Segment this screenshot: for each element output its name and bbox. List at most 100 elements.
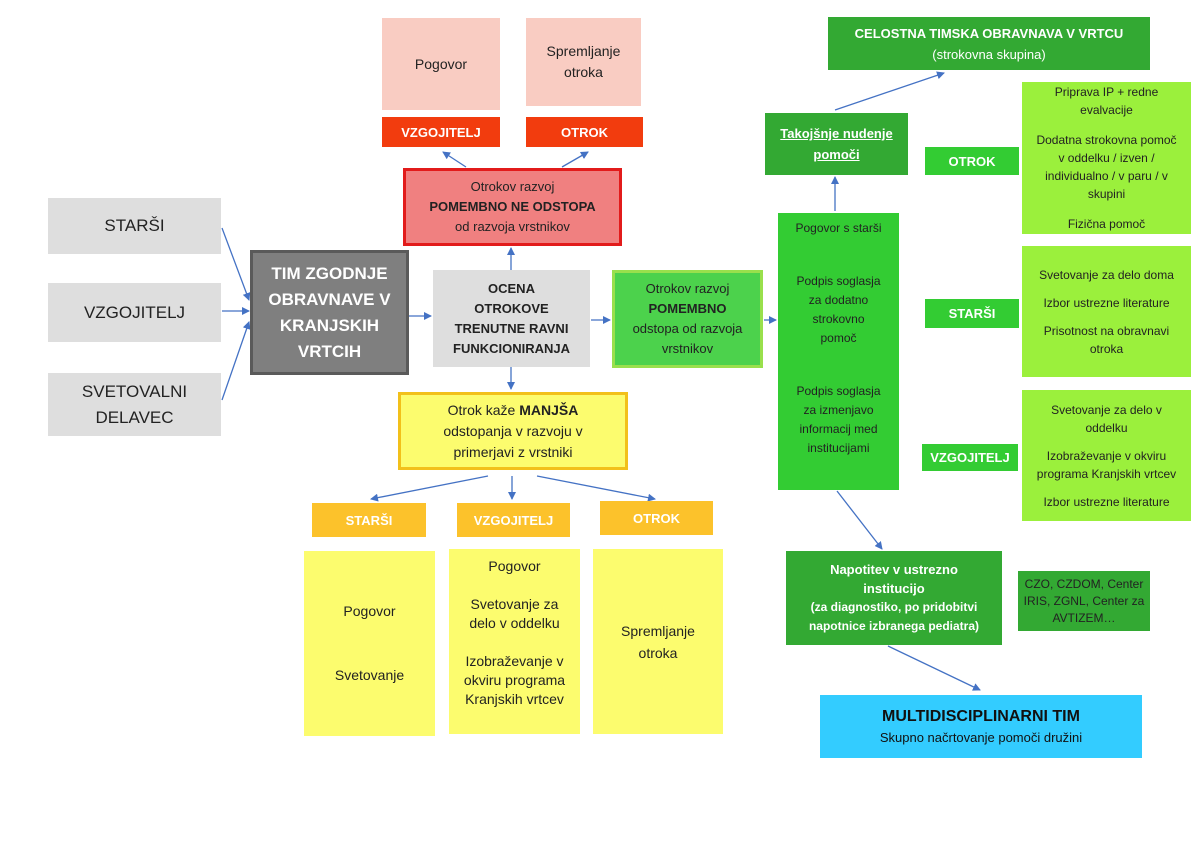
referral-detail-1: (za diagnostiko, po pridobitvi <box>810 600 978 614</box>
right-child-label: OTROK <box>925 147 1019 175</box>
teacher-item-1b: oddelku <box>1085 420 1128 435</box>
immediate-line1: Takojšnje nudenje <box>780 126 893 141</box>
teacher-item-1a: Svetovanje za delo v <box>1051 402 1162 417</box>
parents-item-2: Izbor ustrezne literature <box>1043 295 1170 310</box>
assessment-box: OCENA OTROKOVE TRENUTNE RAVNI FUNKCIONIR… <box>433 270 590 367</box>
not-differ-box: Otrokov razvoj POMEMBNO NE ODSTOPA od ra… <box>403 168 622 246</box>
teacher-item-2b: programa Kranjskih vrtcev <box>1036 466 1177 481</box>
arrow-minor-to-parents <box>370 475 489 502</box>
assessment-line2: OTROKOVE <box>474 300 549 316</box>
right-child-label-text: OTROK <box>948 153 996 169</box>
minor-child-label: OTROK <box>600 501 713 535</box>
child-item-2b: v oddelku / izven / <box>1058 151 1155 165</box>
parents-label-text: STARŠI <box>345 512 393 528</box>
teacher-label-text: VZGOJITELJ <box>473 512 554 528</box>
teacher-action-4: Izobraževanje v <box>465 653 564 669</box>
minor-parents-actions: Pogovor Svetovanje <box>304 551 435 736</box>
arrow-notdiffer-to-teacher <box>442 151 467 168</box>
child-action-1: Spremljanje <box>621 622 695 639</box>
right-teacher-items: Svetovanje za delo v oddelku Izobraževan… <box>1022 390 1191 521</box>
arrow-immediate-to-holistic <box>834 71 945 111</box>
step-consent2-line4: institucijami <box>807 441 870 455</box>
teacher-action-6: Kranjskih vrtcev <box>465 691 564 707</box>
right-parents-items: Svetovanje za delo doma Izbor ustrezne l… <box>1022 246 1191 377</box>
teacher-action-2: Svetovanje za <box>470 596 559 612</box>
child-action-line2: otroka <box>564 64 603 80</box>
minor-line1: Otrok kaže MANJŠA <box>448 400 579 421</box>
team-line2: OBRAVNAVE V <box>268 289 391 309</box>
right-parents-label-text: STARŠI <box>948 306 996 321</box>
teacher-action-text: Pogovor <box>414 55 468 72</box>
holistic-subtitle: (strokovna skupina) <box>932 46 1046 62</box>
parents-item-1: Svetovanje za delo doma <box>1039 267 1174 282</box>
immediate-help-box: Takojšnje nudenje pomoči <box>765 113 908 175</box>
multidisciplinary-team-box: MULTIDISCIPLINARNI TIM Skupno načrtovanj… <box>820 695 1142 758</box>
institutions-line1: CZO, CZDOM, Center <box>1024 576 1144 591</box>
step-consent2-line2: za izmenjavo <box>803 403 874 417</box>
referral-title-1: Napotitev v ustrezno <box>830 562 958 577</box>
arrow-counselor-to-team <box>221 321 251 401</box>
child-item-2d: skupini <box>1087 187 1126 201</box>
step-consent1-line1: Podpis soglasja <box>796 274 881 288</box>
minor-child-actions: Spremljanje otroka <box>593 549 723 734</box>
significant-line1: Otrokov razvoj <box>645 281 730 296</box>
parents-box: STARŠI <box>48 198 221 254</box>
step-consent1-line3: strokovno <box>812 312 865 326</box>
team-line3: KRANJSKIH <box>279 315 380 335</box>
parents-item-3a: Prisotnost na obravnavi <box>1043 323 1170 338</box>
institutions-box: CZO, CZDOM, Center IRIS, ZGNL, Center za… <box>1018 571 1150 631</box>
not-differ-teacher-action: Pogovor <box>382 18 500 110</box>
holistic-title: CELOSTNA TIMSKA OBRAVNAVA V VRTCU <box>854 25 1124 41</box>
assessment-line4: FUNKCIONIRANJA <box>453 340 570 356</box>
minor-parents-label: STARŠI <box>312 503 426 537</box>
child-item-2c: individualno / v paru / v <box>1045 169 1168 183</box>
significant-line3: odstopa od razvoja <box>632 321 743 336</box>
teacher-action-5: okviru programa <box>463 672 566 688</box>
minor-teacher-label: VZGOJITELJ <box>457 503 570 537</box>
counselor-label-line2: DELAVEC <box>95 407 174 427</box>
parents-item-3b: otroka <box>1089 341 1124 356</box>
minor-teacher-actions: Pogovor Svetovanje za delo v oddelku Izo… <box>449 549 580 734</box>
not-differ-line2: POMEMBNO NE ODSTOPA <box>429 199 596 214</box>
not-differ-line1: Otrokov razvoj <box>470 179 555 194</box>
institutions-line3: AVTIZEM… <box>1052 610 1116 625</box>
steps-column: Pogovor s starši Podpis soglasja za doda… <box>778 213 899 490</box>
not-differ-child-label: OTROK <box>526 117 643 147</box>
teacher-box: VZGOJITELJ <box>48 283 221 342</box>
step-talk: Pogovor s starši <box>795 221 882 235</box>
minor-line1-bold: MANJŠA <box>519 401 579 418</box>
right-parents-label: STARŠI <box>925 299 1019 328</box>
child-label-text: OTROK <box>561 124 608 140</box>
minor-line3: primerjavi z vrstniki <box>453 443 573 460</box>
step-consent1-line4: pomoč <box>820 331 857 345</box>
step-consent2-line1: Podpis soglasja <box>796 384 881 398</box>
teacher-item-2a: Izobraževanje v okviru <box>1046 448 1167 463</box>
minor-line1-pre: Otrok kaže <box>447 401 520 418</box>
immediate-line2: pomoči <box>813 147 860 162</box>
multi-title: MULTIDISCIPLINARNI TIM <box>882 708 1080 725</box>
team-line4: VRTCIH <box>297 341 362 361</box>
arrow-steps-to-referral <box>836 490 883 550</box>
arrow-minor-to-child <box>536 475 656 502</box>
multi-subtitle: Skupno načrtovanje pomoči družini <box>879 730 1083 745</box>
child-item-1b: evalvacije <box>1080 103 1133 117</box>
team-line1: TIM ZGODNJE <box>271 263 388 283</box>
child-item-3: Fizična pomoč <box>1067 217 1146 231</box>
teacher-action-3: delo v oddelku <box>469 615 560 631</box>
minor-deviation-box: Otrok kaže MANJŠA odstopanja v razvoju v… <box>398 392 628 470</box>
referral-box: Napotitev v ustrezno institucijo (za dia… <box>786 551 1002 645</box>
teacher-label: VZGOJITELJ <box>83 302 186 322</box>
assessment-line3: TRENUTNE RAVNI <box>454 320 569 336</box>
parents-action-1: Pogovor <box>343 603 396 619</box>
child-item-1a: Priprava IP + redne <box>1054 85 1159 99</box>
early-intervention-team-box: TIM ZGODNJE OBRAVNAVE V KRANJSKIH VRTCIH <box>250 250 409 375</box>
arrow-referral-to-multi <box>887 645 981 691</box>
right-child-items: Priprava IP + redne evalvacije Dodatna s… <box>1022 82 1191 234</box>
child-action-2: otroka <box>638 644 678 661</box>
right-teacher-label-text: VZGOJITELJ <box>930 450 1010 465</box>
referral-title-2: institucijo <box>863 581 925 596</box>
institutions-line2: IRIS, ZGNL, Center za <box>1023 593 1145 608</box>
right-teacher-label: VZGOJITELJ <box>922 444 1018 471</box>
referral-detail-2: napotnice izbranega pediatra) <box>808 619 980 633</box>
